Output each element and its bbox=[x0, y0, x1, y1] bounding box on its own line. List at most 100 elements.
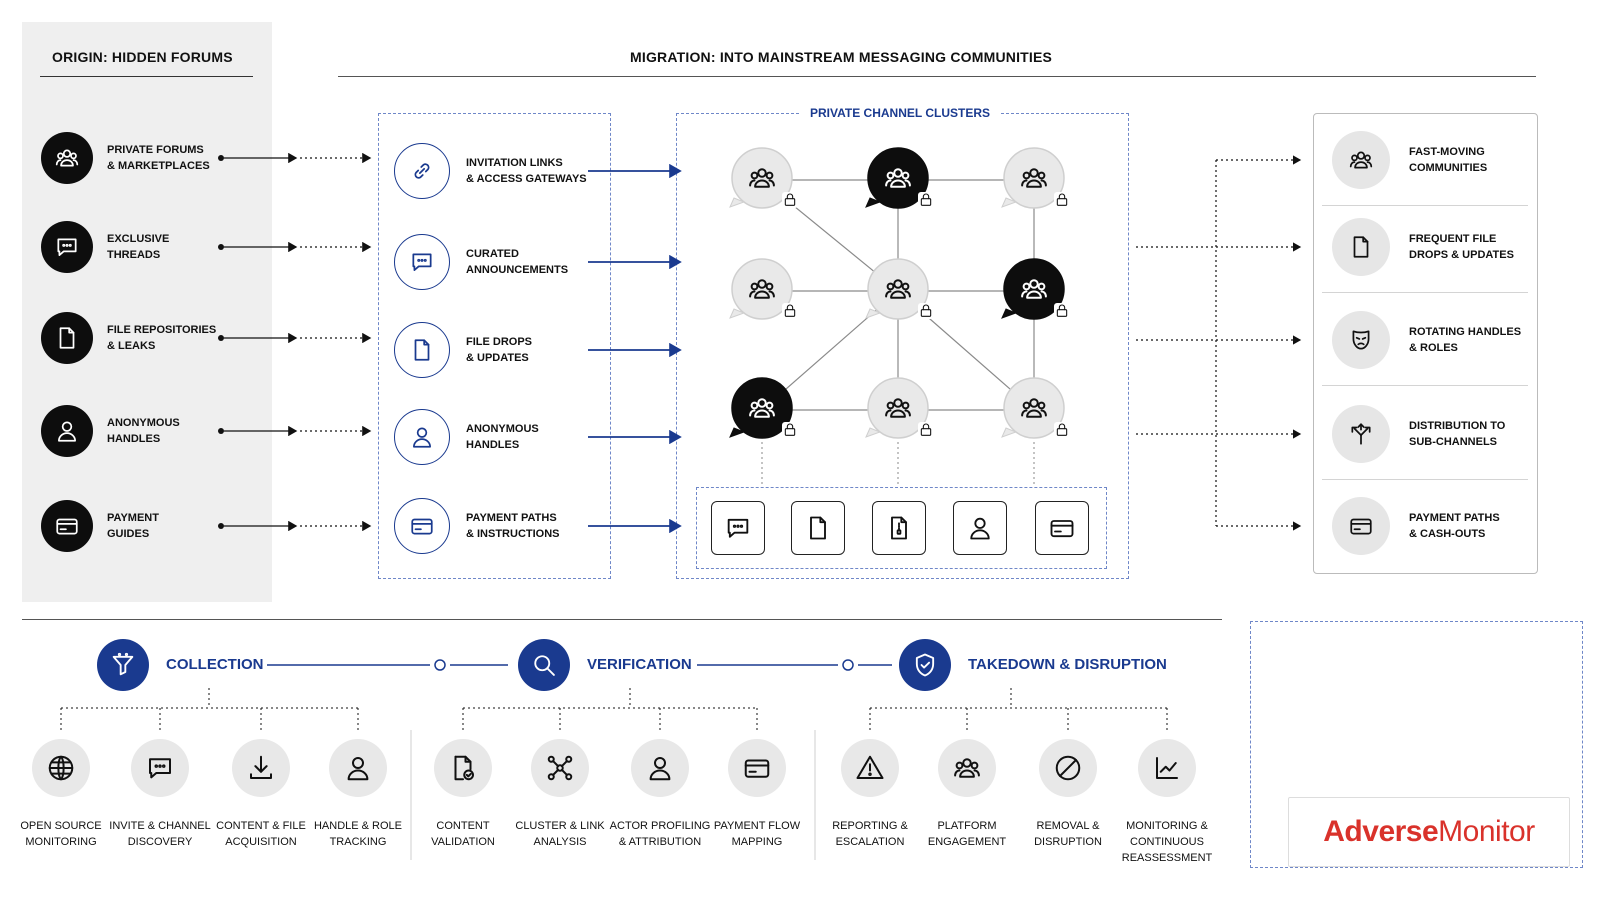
artifact-chat-bubble-icon bbox=[711, 501, 765, 555]
node-users-icon-1 bbox=[883, 163, 913, 198]
circle-stage-item-2-3 bbox=[1138, 739, 1196, 797]
circle-stage-item-2-1 bbox=[938, 739, 996, 797]
node-users-icon-4 bbox=[883, 274, 913, 309]
outcome-label: DISTRIBUTION TO SUB-CHANNELS bbox=[1409, 420, 1506, 448]
circle-outcome-2 bbox=[1332, 311, 1390, 369]
origin-label: PRIVATE FORUMS & MARKETPLACES bbox=[107, 144, 210, 172]
network-icon bbox=[547, 755, 573, 781]
node-bubble bbox=[731, 377, 793, 439]
user-icon bbox=[347, 757, 369, 781]
users-icon bbox=[1349, 151, 1373, 169]
chart-line-icon bbox=[1156, 757, 1178, 779]
node-bubble-tail bbox=[865, 308, 882, 319]
pathways-box bbox=[378, 113, 611, 579]
outcome-label: FREQUENT FILE DROPS & UPDATES bbox=[1409, 233, 1514, 261]
stage-item-label: PAYMENT FLOW MAPPING bbox=[713, 820, 801, 848]
pathway-label: INVITATION LINKS & ACCESS GATEWAYS bbox=[466, 157, 587, 185]
stage-item-label: CONTENT & FILE ACQUISITION bbox=[216, 820, 306, 848]
stage-item-label: OPEN SOURCE MONITORING bbox=[20, 820, 102, 848]
origin-connector-dot bbox=[218, 155, 224, 161]
node-bubble-tail bbox=[1001, 308, 1018, 319]
stage-item-label: PLATFORM ENGAGEMENT bbox=[927, 820, 1007, 848]
node-bubble-tail bbox=[865, 427, 882, 438]
node-bubble-tail bbox=[1001, 427, 1018, 438]
circle-outcome-1 bbox=[1332, 218, 1390, 276]
origin-connector-dot bbox=[218, 244, 224, 250]
users-icon bbox=[55, 149, 79, 167]
circle-stage-item-1-2 bbox=[631, 739, 689, 797]
node-users-icon-2 bbox=[1019, 163, 1049, 198]
circle-origin-4 bbox=[41, 500, 93, 552]
chat-bubble-icon bbox=[412, 253, 432, 271]
circle-origin-3 bbox=[41, 405, 93, 457]
artifact-zip-doc-icon bbox=[872, 501, 926, 555]
node-bubble-tail bbox=[729, 308, 746, 319]
timeline-node bbox=[434, 659, 446, 671]
node-bubble bbox=[1003, 258, 1065, 320]
circle-outcome-0 bbox=[1332, 131, 1390, 189]
lock-icon bbox=[918, 422, 934, 438]
node-users-icon-0 bbox=[747, 163, 777, 198]
card-icon bbox=[411, 518, 433, 535]
card-icon bbox=[744, 759, 770, 778]
circle-stage-item-0-3 bbox=[329, 739, 387, 797]
warning-icon bbox=[856, 755, 884, 779]
circle-pathway-2 bbox=[394, 322, 450, 378]
circle-pathway-1 bbox=[394, 234, 450, 290]
magnifier-icon bbox=[534, 655, 555, 676]
outcomes-box bbox=[1313, 113, 1538, 574]
document-icon bbox=[1353, 236, 1369, 258]
shield-icon bbox=[915, 653, 935, 677]
link-icon bbox=[414, 163, 430, 179]
circle-stage-1 bbox=[518, 639, 570, 691]
circle-outcome-4 bbox=[1332, 497, 1390, 555]
node-users-icon-8 bbox=[1019, 393, 1049, 428]
circle-stage-item-0-2 bbox=[232, 739, 290, 797]
lock-icon bbox=[782, 192, 798, 208]
node-users-icon-7 bbox=[883, 393, 913, 428]
node-bubble bbox=[867, 147, 929, 209]
circle-stage-2 bbox=[899, 639, 951, 691]
origin-title: ORIGIN: HIDDEN FORUMS bbox=[52, 49, 233, 65]
node-users-icon-3 bbox=[747, 274, 777, 309]
circle-stage-item-2-2 bbox=[1039, 739, 1097, 797]
node-bubble bbox=[867, 377, 929, 439]
stage-item-label: INVITE & CHANNEL DISCOVERY bbox=[109, 820, 211, 848]
user-icon bbox=[58, 421, 76, 442]
lock-icon bbox=[1054, 192, 1070, 208]
node-bubble bbox=[731, 147, 793, 209]
circle-outcome-3 bbox=[1332, 405, 1390, 463]
document-check-icon bbox=[454, 755, 474, 781]
chat-bubble-icon bbox=[57, 238, 77, 256]
node-bubble-tail bbox=[1001, 197, 1018, 208]
brand-box bbox=[1250, 621, 1583, 868]
artifact-card-icon bbox=[1035, 501, 1089, 555]
stage-title: COLLECTION bbox=[166, 656, 264, 673]
stage-title: VERIFICATION bbox=[587, 656, 692, 673]
circle-origin-2 bbox=[41, 312, 93, 364]
funnel-icon bbox=[112, 652, 134, 676]
globe-icon bbox=[48, 755, 74, 781]
document-icon bbox=[59, 327, 75, 349]
clusters-title: PRIVATE CHANNEL CLUSTERS bbox=[800, 106, 1001, 120]
chat-bubble-icon bbox=[149, 758, 171, 779]
lock-icon bbox=[782, 303, 798, 319]
user-icon bbox=[413, 427, 431, 448]
node-bubble bbox=[1003, 377, 1065, 439]
brand-logo-light: Monitor bbox=[1438, 815, 1535, 848]
users-icon bbox=[954, 758, 980, 778]
bottom-divider bbox=[22, 619, 1222, 620]
node-users-icon-5 bbox=[1019, 274, 1049, 309]
circle-pathway-3 bbox=[394, 409, 450, 465]
stage-item-label: CLUSTER & LINK ANALYSIS bbox=[515, 820, 605, 848]
origin-label: ANONYMOUS HANDLES bbox=[107, 417, 180, 445]
outcome-separator bbox=[1322, 479, 1528, 480]
circle-stage-item-1-0 bbox=[434, 739, 492, 797]
node-bubble bbox=[867, 258, 929, 320]
artifact-document-icon bbox=[791, 501, 845, 555]
prohibit-icon bbox=[1055, 755, 1081, 781]
node-bubble bbox=[731, 258, 793, 320]
document-icon bbox=[414, 339, 430, 361]
